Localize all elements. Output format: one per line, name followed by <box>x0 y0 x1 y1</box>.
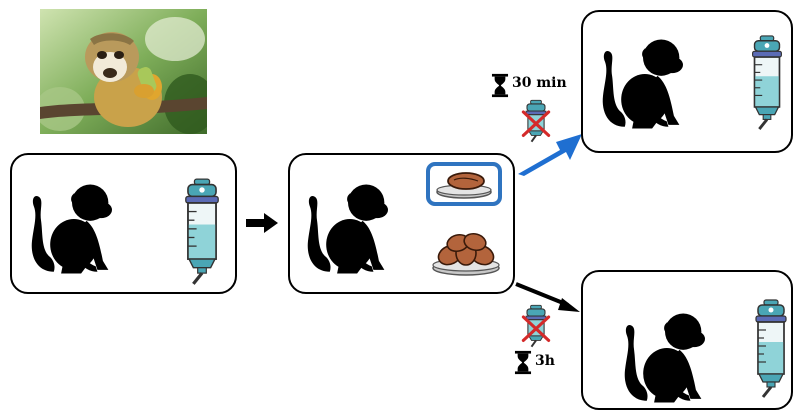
crossed-bottle-icon <box>518 99 554 143</box>
date-fruit-icon <box>436 172 492 199</box>
result-box-30min <box>581 10 793 153</box>
bottom-time-label: 3h <box>535 353 555 369</box>
top-time-label: 30 min <box>512 75 567 91</box>
date-fruit-pile-icon <box>432 232 500 276</box>
top-branch-arrow <box>518 134 582 176</box>
baseline-box <box>10 153 237 294</box>
hourglass-icon <box>514 350 532 375</box>
food-choice-box <box>288 153 515 294</box>
selected-food-box <box>426 162 502 206</box>
water-bottle-icon <box>747 34 787 130</box>
water-bottle-icon <box>180 177 224 285</box>
crossed-bottle-icon <box>518 304 554 348</box>
hourglass-icon <box>491 73 509 98</box>
squirrel-monkey-photo <box>40 9 207 134</box>
bottom-branch-arrow <box>515 282 580 312</box>
monkey-silhouette-icon <box>302 179 394 279</box>
monkey-silhouette-icon <box>597 34 689 134</box>
monkey-silhouette-icon <box>26 179 118 279</box>
right-arrow-icon <box>246 213 278 233</box>
result-box-3h <box>581 270 793 410</box>
water-bottle-icon <box>751 298 791 398</box>
monkey-silhouette-icon <box>619 308 711 408</box>
